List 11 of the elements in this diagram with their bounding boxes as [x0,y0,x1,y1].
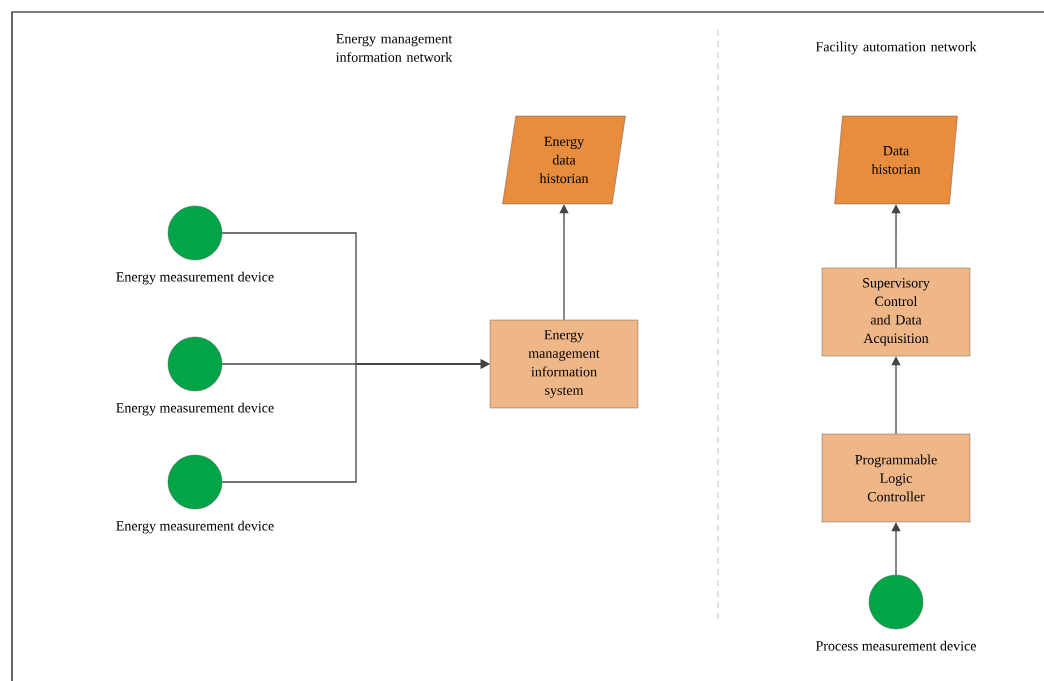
device-label: Energy measurement device [116,271,274,285]
process-box: Programmable Logic Controller [821,433,971,523]
device-label: Process measurement device [815,640,976,651]
device-label: Energy measurement device [116,402,274,416]
process-box: Energy management information system [489,319,639,409]
data-parallelogram: Energy data historian [502,115,626,205]
section-heading: Energy management information network [336,34,453,62]
data-parallelogram: Data historian [834,115,958,205]
device-label: Energy measurement device [116,520,274,534]
process-box: Supervisory Control and Data Acquisition [821,267,971,357]
section-heading: Facility automation network [815,41,977,55]
